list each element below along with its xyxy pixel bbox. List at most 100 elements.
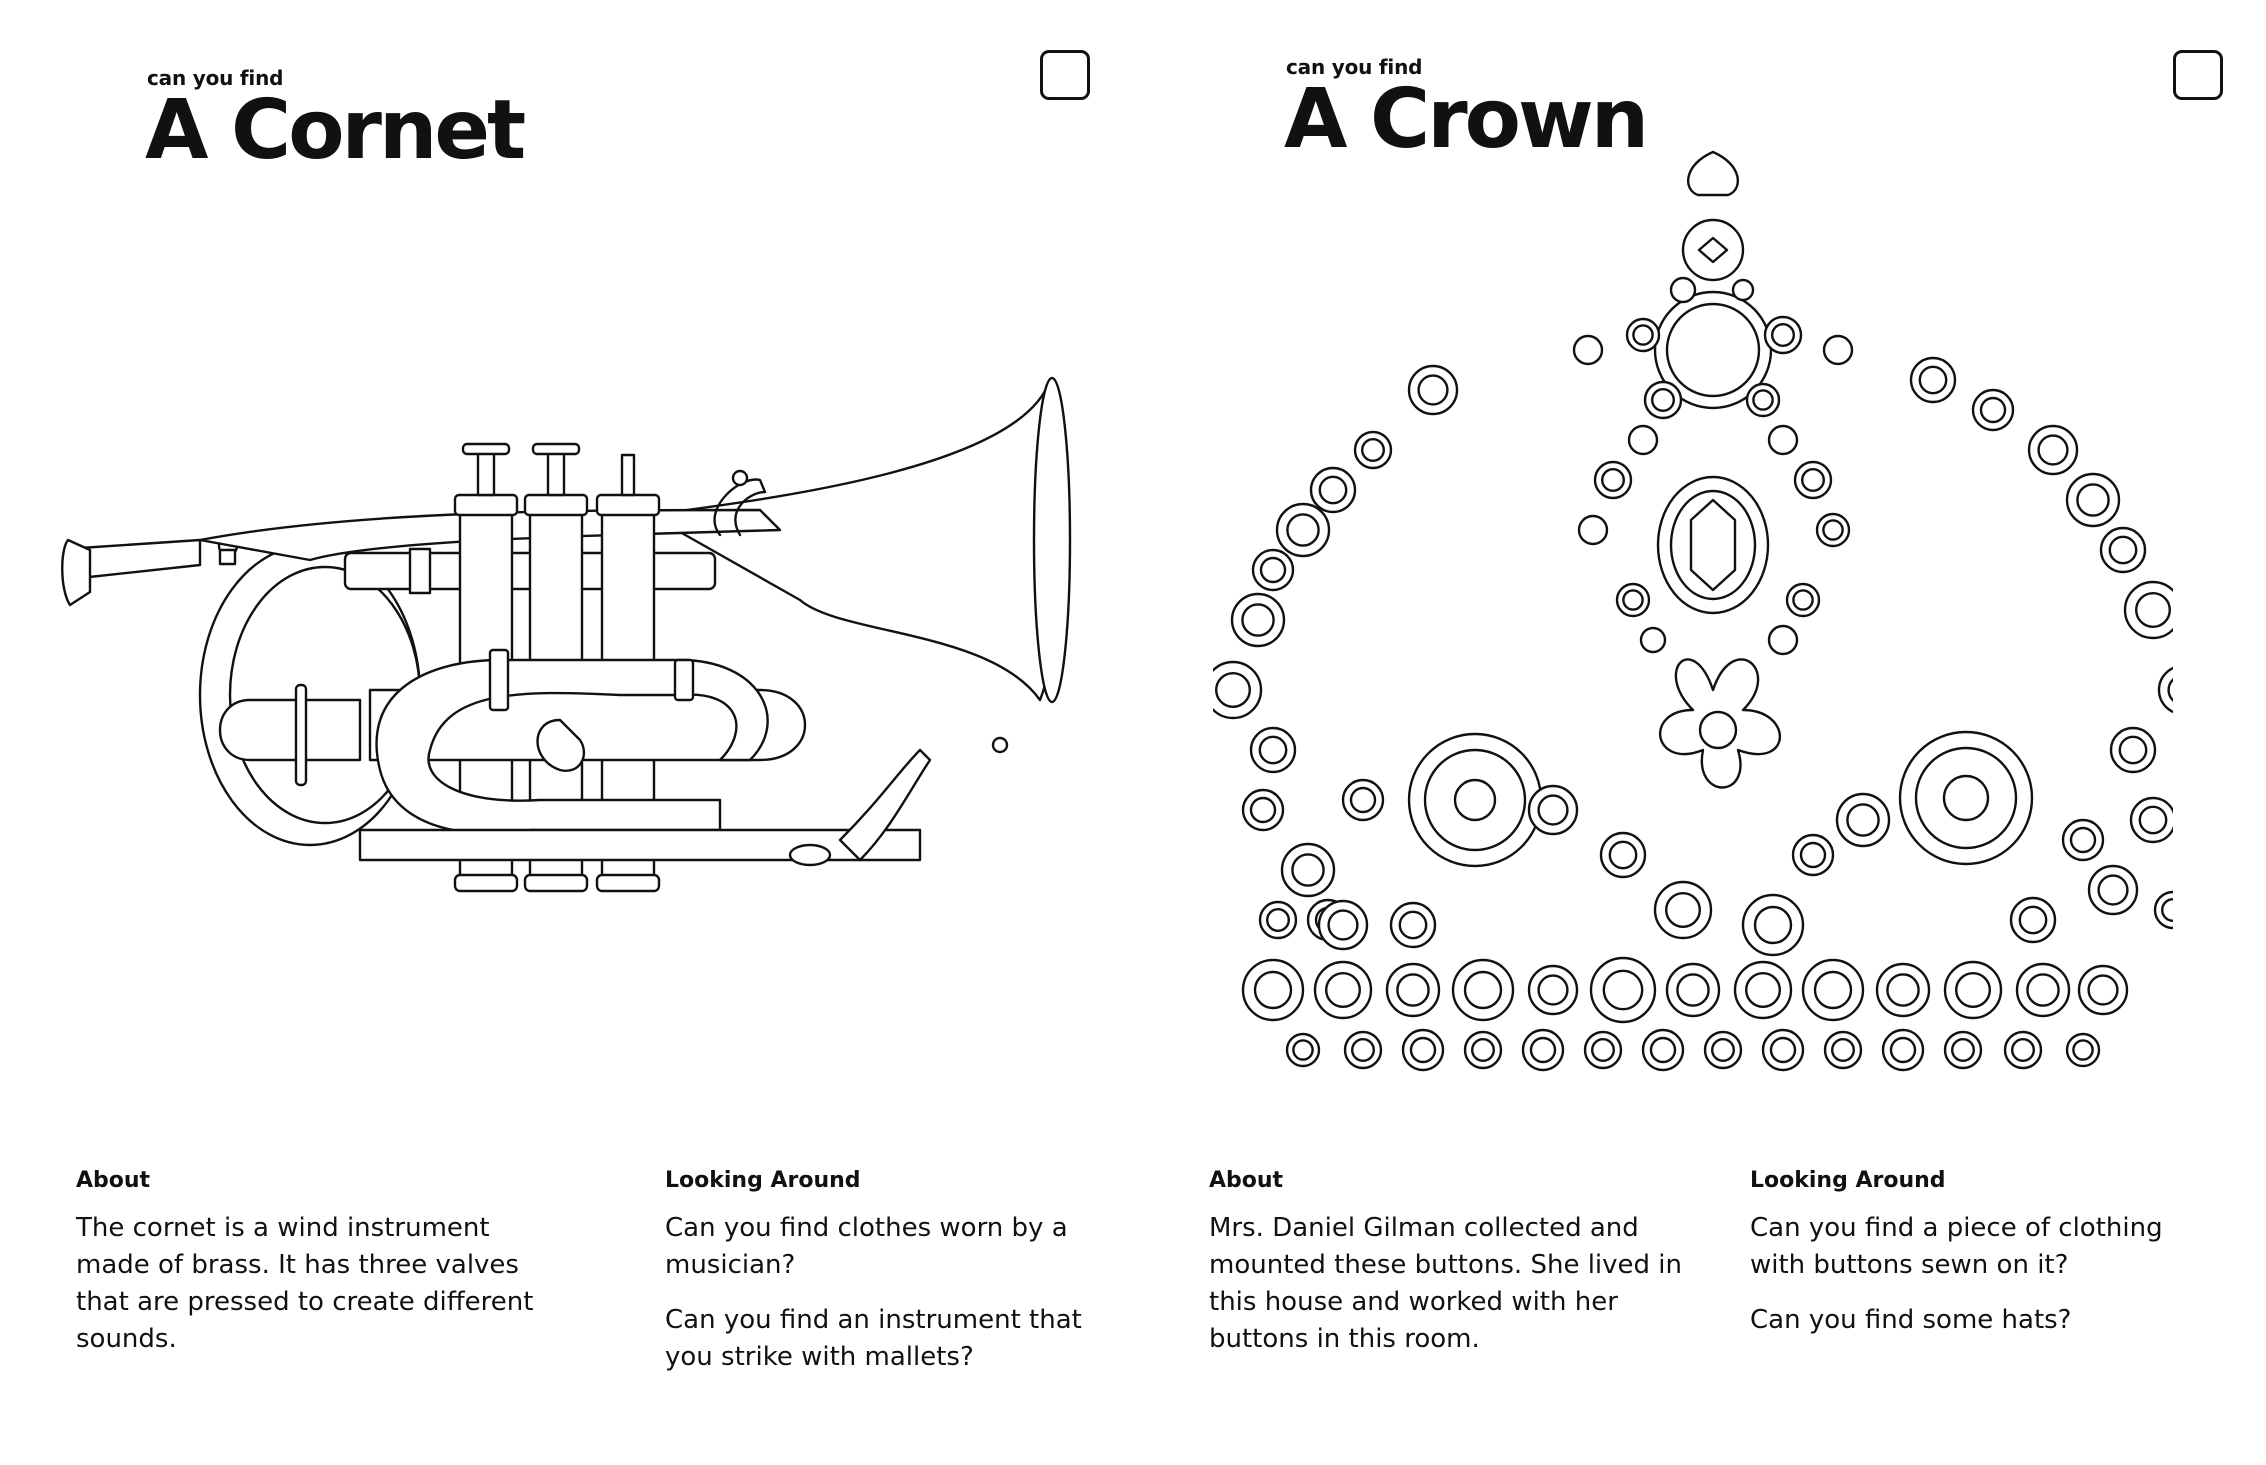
crown-button-icon [1251, 548, 1295, 592]
crown-button-icon [1753, 905, 1793, 945]
crown-button-icon [1327, 909, 1359, 941]
kicker-label: can you find [147, 66, 284, 90]
crown-button-icon [1529, 1036, 1557, 1064]
crown-button-icon [1280, 842, 1336, 898]
question-list: Can you find a piece of clothing with bu… [1750, 1210, 2170, 1357]
crown-button-icon [1343, 1030, 1383, 1070]
crown-button-icon [1601, 468, 1626, 493]
crown-button-icon [2077, 964, 2129, 1016]
crown-button-icon [1822, 334, 1854, 366]
crown-button-icon [1971, 388, 2015, 432]
crown-button-icon [2011, 1038, 2036, 1063]
crown-button-icon [1627, 424, 1659, 456]
crown-button-icon [2061, 818, 2105, 862]
crown-button-icon [2015, 962, 2071, 1018]
crown-button-icon [2065, 472, 2121, 528]
crown-button-icon [1799, 841, 1827, 869]
crown-button-icon [1651, 387, 1676, 412]
crown-button-icon [1793, 460, 1833, 500]
crown-button-icon [2003, 1030, 2043, 1070]
crown-button-icon [1785, 582, 1821, 618]
crown-button-icon [1521, 1028, 1565, 1072]
crown-button-icon [2123, 580, 2173, 640]
crown-button-icon [2157, 666, 2173, 714]
crown-button-icon [1599, 831, 1647, 879]
crown-button-icon [2087, 974, 2119, 1006]
crown-button-icon [1527, 964, 1579, 1016]
crown-button-icon [1813, 970, 1853, 1010]
crown-button-icon [1259, 556, 1287, 584]
crown-button-icon [1745, 382, 1781, 418]
crown-button-icon [1593, 460, 1633, 500]
crown-button-icon [1918, 365, 1948, 395]
crown-button-icon [1951, 1038, 1976, 1063]
crown-button-icon [1324, 972, 1361, 1009]
crown-button-icon [1291, 853, 1325, 887]
question-list: Can you find clothes worn by a musician?… [665, 1210, 1085, 1394]
crown-button-icon [1285, 1032, 1321, 1068]
cornet-illustration-icon [61, 376, 1072, 893]
looking-around-heading: Looking Around [665, 1168, 861, 1193]
crown-button-icon [1389, 901, 1437, 949]
crown-button-icon [2167, 678, 2173, 702]
crown-button-icon [1801, 958, 1865, 1022]
crown-button-icon [1241, 603, 1275, 637]
crown-button-icon [1292, 1039, 1314, 1061]
crown-button-icon [2076, 483, 2110, 517]
crown-button-icon [1286, 513, 1320, 547]
crown-button-icon [1791, 833, 1835, 877]
crown-button-icon [1360, 438, 1385, 463]
find-card-cornet: can you find A Cornet [61, 50, 1090, 1394]
crown-button-icon [2069, 826, 2097, 854]
crown-button-icon [1213, 660, 1263, 720]
crown-button-icon [1385, 962, 1441, 1018]
crown-button-icon [2027, 424, 2079, 476]
crown-button-icon [1622, 589, 1644, 611]
crown-button-icon [1341, 778, 1385, 822]
crown-button-icon [1572, 334, 1604, 366]
crown-button-icon [1943, 1030, 1983, 1070]
crown-button-icon [2161, 898, 2173, 922]
crown-button-icon [1792, 589, 1814, 611]
found-checkbox[interactable] [1040, 50, 1090, 100]
crown-button-icon [2118, 735, 2148, 765]
question-item: Can you find a piece of clothing with bu… [1750, 1213, 2163, 1280]
crown-button-icon [1752, 389, 1774, 411]
crown-button-icon [2097, 874, 2129, 906]
crown-illustration-icon [1213, 150, 2173, 1072]
crown-button-icon [1249, 726, 1297, 774]
crown-button-icon [1641, 1028, 1685, 1072]
crown-button-icon [1676, 973, 1710, 1007]
question-item: Can you find clothes worn by a musician? [665, 1213, 1068, 1280]
crown-button-icon [1955, 972, 1992, 1009]
crown-button-icon [1527, 784, 1579, 836]
question-item: Can you find some hats? [1750, 1305, 2072, 1335]
crown-button-icon [1643, 380, 1683, 420]
crown-button-icon [1398, 910, 1428, 940]
crown-button-icon [1309, 466, 1357, 514]
crown-button-icon [1463, 970, 1503, 1010]
crown-button-icon [1815, 512, 1851, 548]
crown-button-icon [2109, 726, 2157, 774]
crown-button-icon [1537, 974, 1569, 1006]
crown-button-icon [1665, 892, 1702, 929]
crown-button-icon [1769, 1036, 1797, 1064]
crown-button-icon [1241, 958, 1305, 1022]
crown-button-icon [1537, 794, 1569, 826]
crown-button-icon [2099, 526, 2147, 574]
crown-button-icon [1649, 1036, 1677, 1064]
crown-button-icon [2026, 973, 2060, 1007]
page-title: A Cornet [145, 83, 526, 178]
crown-button-icon [1653, 880, 1713, 940]
crown-button-icon [1241, 788, 1285, 832]
crown-button-icon [1589, 956, 1657, 1024]
crown-button-icon [2018, 905, 2048, 935]
crown-button-icon [1846, 803, 1880, 837]
crown-button-icon [1608, 840, 1638, 870]
crown-button-icon [1417, 374, 1449, 406]
crown-button-icon [1253, 970, 1293, 1010]
found-checkbox[interactable] [2173, 50, 2223, 100]
crown-button-icon [1761, 1028, 1805, 1072]
crown-button-icon [1266, 908, 1291, 933]
crown-button-icon [1831, 1038, 1856, 1063]
